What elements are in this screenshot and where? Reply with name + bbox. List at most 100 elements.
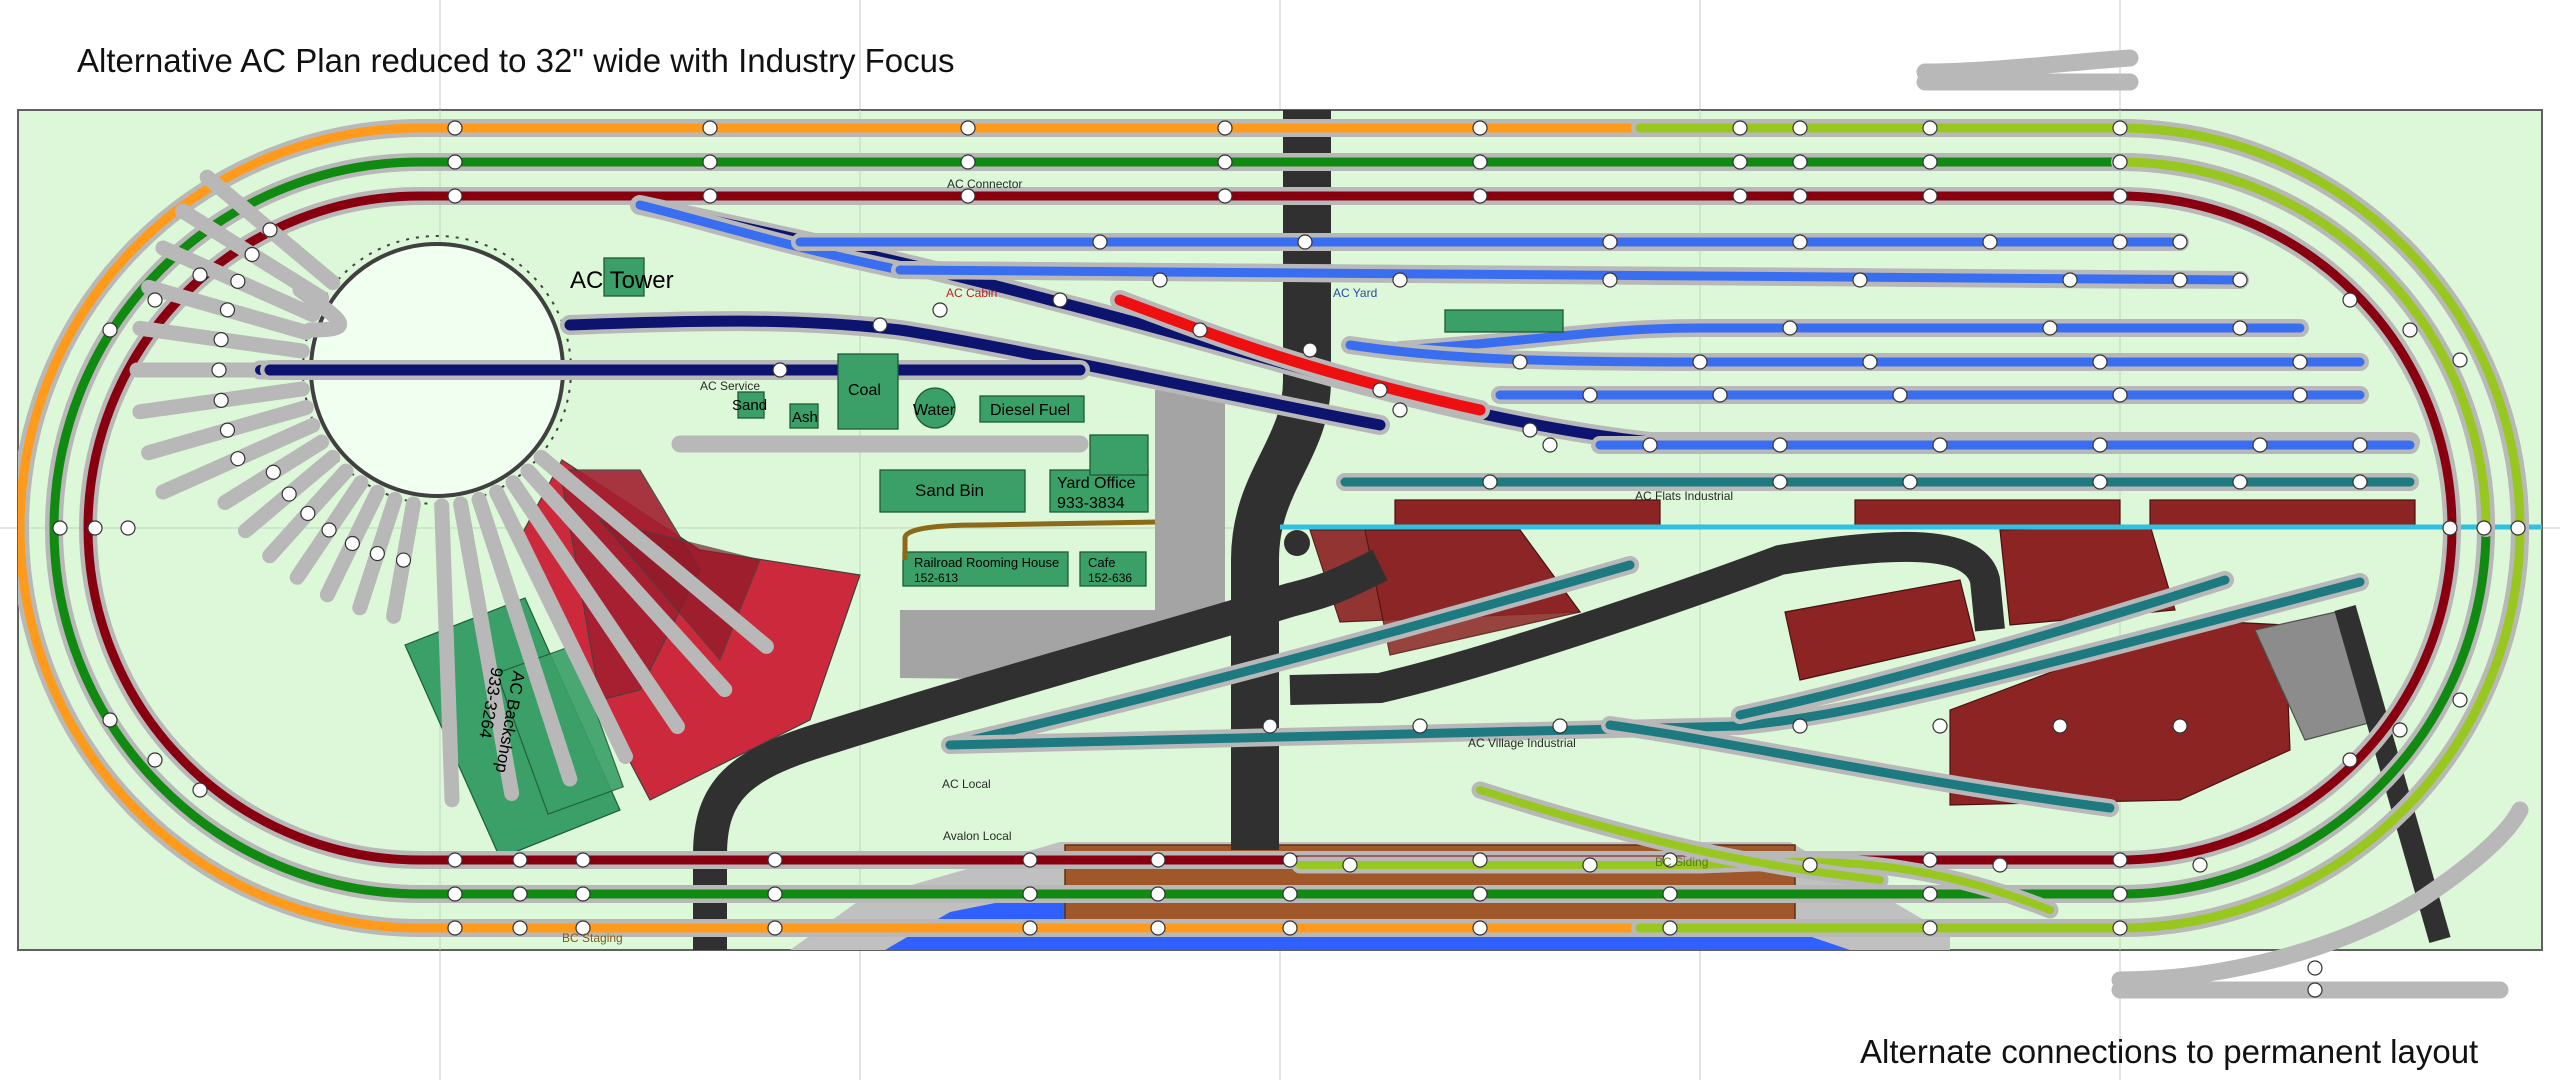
- track-joint: [1482, 474, 1498, 490]
- track-joint: [1662, 886, 1678, 902]
- track-joint: [447, 852, 463, 868]
- track-joint: [2192, 857, 2208, 873]
- track-joint: [1922, 920, 1938, 936]
- track-joint: [1412, 718, 1428, 734]
- alt-connection-top-branch-roadbed: [1916, 49, 2139, 81]
- track-joint: [2392, 722, 2408, 738]
- track-joint: [1922, 188, 1938, 204]
- track-joint: [1792, 718, 1808, 734]
- road-marker: [1284, 530, 1310, 556]
- track-joint: [1792, 188, 1808, 204]
- track-joint: [2476, 520, 2492, 536]
- track-joint: [1282, 920, 1298, 936]
- track-joint: [192, 267, 208, 283]
- track-joint: [1022, 852, 1038, 868]
- stall-joint: [219, 422, 236, 438]
- track-label-yard: AC Yard: [1333, 286, 1377, 300]
- track-joint: [2112, 188, 2128, 204]
- track-label-local: AC Local: [942, 777, 991, 791]
- track-joint: [147, 752, 163, 768]
- sand-label: Sand: [732, 397, 767, 414]
- track-joint: [2092, 474, 2108, 490]
- stall-joint: [262, 222, 278, 238]
- track-joint: [1022, 920, 1038, 936]
- lime-inner-right: [2115, 157, 2491, 533]
- stall-joint: [213, 392, 229, 408]
- red-cabin-track: [1114, 294, 1486, 416]
- track-joint: [1662, 920, 1678, 936]
- track-joint: [2252, 437, 2268, 453]
- track-joint: [52, 520, 68, 536]
- track-joint: [2092, 437, 2108, 453]
- track-joint: [2112, 387, 2128, 403]
- track-joint: [1092, 234, 1108, 250]
- yard-office-label: Yard Office: [1057, 475, 1136, 492]
- track-joint: [1992, 857, 2008, 873]
- track-joint: [1217, 154, 1233, 170]
- track-joint: [767, 852, 783, 868]
- track-joint: [87, 520, 103, 536]
- blue-yard-2: [895, 265, 2245, 285]
- stall-joint: [219, 302, 236, 318]
- stall-joint: [213, 332, 229, 348]
- track-joint: [1782, 320, 1798, 336]
- track-joint: [1282, 852, 1298, 868]
- track-joint: [872, 317, 888, 333]
- track-joint: [1302, 342, 1318, 358]
- service-structures: [603, 257, 1564, 587]
- roundhouse-stall-6-roadbed: [434, 498, 460, 808]
- track-joint: [512, 920, 528, 936]
- ash-pit: [789, 403, 819, 429]
- track-joint: [1662, 852, 1678, 868]
- track-joint: [1712, 387, 1728, 403]
- footer-note: Alternate connections to permanent layou…: [1860, 1033, 2478, 1070]
- track-joint: [1472, 920, 1488, 936]
- track-joint: [2292, 354, 2308, 370]
- track-joint: [2307, 960, 2323, 976]
- navy-service-track: [564, 315, 1386, 431]
- track-joint: [1052, 292, 1068, 308]
- teal-village-4: [1735, 575, 2230, 720]
- track-joint: [1392, 272, 1408, 288]
- track-joint: [2402, 322, 2418, 338]
- track-label-staging: BC Staging: [562, 931, 623, 945]
- lime-connector: [1476, 786, 1884, 884]
- track-joint: [1692, 354, 1708, 370]
- track-joint: [1792, 120, 1808, 136]
- track-joint: [1772, 437, 1788, 453]
- track-joint: [2510, 520, 2526, 536]
- track-joint: [1217, 188, 1233, 204]
- coal-tower: [837, 353, 899, 430]
- track-joint: [1582, 387, 1598, 403]
- track-joint: [2352, 474, 2368, 490]
- track-joint: [2112, 886, 2128, 902]
- track-joint: [147, 292, 163, 308]
- track-joint: [1932, 437, 1948, 453]
- roundhouse-stall-0-roadbed: [533, 449, 774, 654]
- track-joint: [575, 886, 591, 902]
- stall-joint: [265, 464, 281, 480]
- track-joint: [1852, 272, 1868, 288]
- track-joint: [1542, 437, 1558, 453]
- track-joint: [1552, 718, 1568, 734]
- track-joint: [1217, 120, 1233, 136]
- track-label-flats: AC Flats Industrial: [1635, 489, 1733, 503]
- yard-pavement: [900, 390, 1225, 680]
- track-joint: [1792, 154, 1808, 170]
- track-joint: [1732, 120, 1748, 136]
- track-joint: [192, 782, 208, 798]
- yard-office-phone: 933-3834: [1057, 495, 1125, 512]
- diesel-fuel-shed: [979, 395, 1085, 423]
- track-joint: [102, 322, 118, 338]
- track-joint: [1512, 354, 1528, 370]
- rooming-house-building: [902, 551, 1069, 587]
- track-joint: [1642, 437, 1658, 453]
- track-joint: [447, 154, 463, 170]
- stall-joint: [230, 451, 246, 467]
- track-joint: [767, 886, 783, 902]
- stall-joint: [321, 522, 337, 538]
- track-joint: [1342, 857, 1358, 873]
- track-joint: [2112, 920, 2128, 936]
